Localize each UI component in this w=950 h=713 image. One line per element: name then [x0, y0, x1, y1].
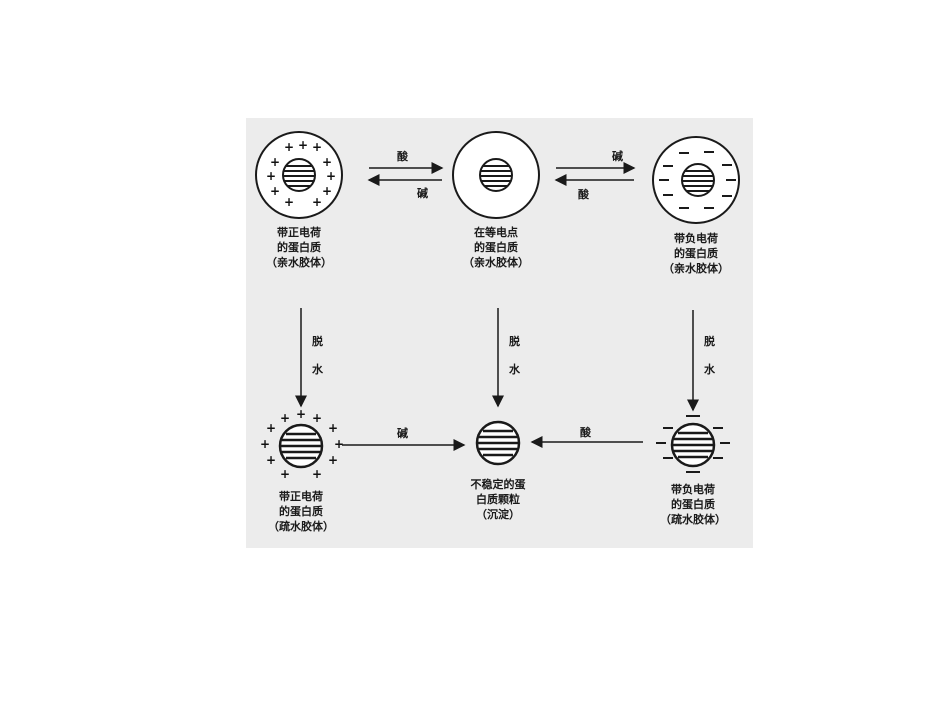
svg-text:（疏水胶体）: （疏水胶体） [660, 512, 726, 526]
svg-text:带负电荷: 带负电荷 [671, 482, 715, 496]
svg-text:+: + [326, 169, 336, 183]
svg-text:+: + [322, 155, 332, 169]
svg-text:+: + [266, 453, 276, 467]
svg-text:+: + [334, 437, 344, 451]
state-top-center: 在等电点 的蛋白质 （亲水胶体） [452, 131, 540, 269]
svg-text:+: + [260, 437, 270, 451]
minus-charges [656, 415, 730, 473]
svg-text:带负电荷: 带负电荷 [674, 231, 718, 245]
arrow-br-bc: 酸 [530, 425, 643, 448]
svg-text:+: + [328, 453, 338, 467]
svg-text:+: + [312, 195, 322, 209]
svg-text:（沉淀）: （沉淀） [476, 507, 520, 521]
svg-text:酸: 酸 [397, 149, 409, 163]
svg-text:+: + [284, 195, 294, 209]
svg-text:+: + [298, 138, 308, 152]
svg-text:+: + [266, 169, 276, 183]
svg-text:+: + [328, 421, 338, 435]
protein-colloid-diagram: + + + + + + + + + + + 带正电荷 的蛋白质 （亲水胶体） 在… [246, 118, 753, 548]
state-top-left: + + + + + + + + + + + 带正电荷 的蛋白质 （亲水胶体） [255, 131, 343, 269]
svg-text:+: + [280, 467, 290, 481]
svg-text:碱: 碱 [417, 186, 428, 200]
state-top-right: 带负电荷 的蛋白质 （亲水胶体） [652, 136, 740, 275]
svg-text:白质颗粒: 白质颗粒 [476, 492, 520, 506]
svg-text:+: + [312, 411, 322, 425]
arrow-dehydrate-left: 脱 水 [295, 308, 324, 408]
label-line1: 带正电荷 [277, 225, 321, 239]
svg-text:的蛋白质: 的蛋白质 [279, 504, 323, 518]
plus-charges: + + + + + + + + + + + [260, 407, 344, 481]
svg-text:脱: 脱 [704, 334, 715, 348]
svg-text:碱: 碱 [612, 149, 623, 163]
svg-text:水: 水 [312, 362, 324, 376]
arrow-bl-bc: 碱 [342, 426, 466, 451]
state-bottom-left: + + + + + + + + + + + 带正电荷 的蛋白质 （疏水胶体） [260, 407, 344, 533]
svg-text:碱: 碱 [397, 426, 408, 440]
svg-text:+: + [312, 467, 322, 481]
svg-text:酸: 酸 [578, 187, 590, 201]
svg-text:带正电荷: 带正电荷 [279, 489, 323, 503]
svg-text:+: + [270, 155, 280, 169]
svg-text:（亲水胶体）: （亲水胶体） [463, 255, 529, 269]
svg-text:（亲水胶体）: （亲水胶体） [663, 261, 729, 275]
svg-text:的蛋白质: 的蛋白质 [474, 240, 518, 254]
svg-text:+: + [280, 411, 290, 425]
svg-text:的蛋白质: 的蛋白质 [671, 497, 715, 511]
arrow-dehydrate-right: 脱 水 [687, 310, 716, 412]
svg-text:+: + [284, 140, 294, 154]
svg-text:+: + [266, 421, 276, 435]
state-bottom-right: 带负电荷 的蛋白质 （疏水胶体） [656, 415, 730, 526]
plus-charges: + + + + + + + + + + + [266, 138, 336, 209]
svg-text:不稳定的蛋: 不稳定的蛋 [471, 477, 527, 491]
svg-text:在等电点: 在等电点 [474, 225, 518, 239]
label-line3: （亲水胶体） [266, 255, 332, 269]
minus-charges [659, 151, 736, 209]
label-line2: 的蛋白质 [277, 240, 321, 254]
svg-text:脱: 脱 [509, 334, 520, 348]
svg-text:+: + [270, 184, 280, 198]
svg-text:酸: 酸 [580, 425, 592, 439]
arrow-tc-tr: 碱 酸 [554, 149, 636, 201]
svg-text:的蛋白质: 的蛋白质 [674, 246, 718, 260]
arrow-dehydrate-center: 脱 水 [492, 308, 521, 408]
svg-text:+: + [312, 140, 322, 154]
svg-text:水: 水 [704, 362, 716, 376]
state-bottom-center: 不稳定的蛋 白质颗粒 （沉淀） [471, 420, 527, 521]
svg-text:水: 水 [509, 362, 521, 376]
svg-text:脱: 脱 [312, 334, 323, 348]
svg-text:+: + [322, 184, 332, 198]
svg-text:（疏水胶体）: （疏水胶体） [268, 519, 334, 533]
arrow-tl-tc: 酸 碱 [367, 149, 444, 200]
svg-text:+: + [296, 407, 306, 421]
